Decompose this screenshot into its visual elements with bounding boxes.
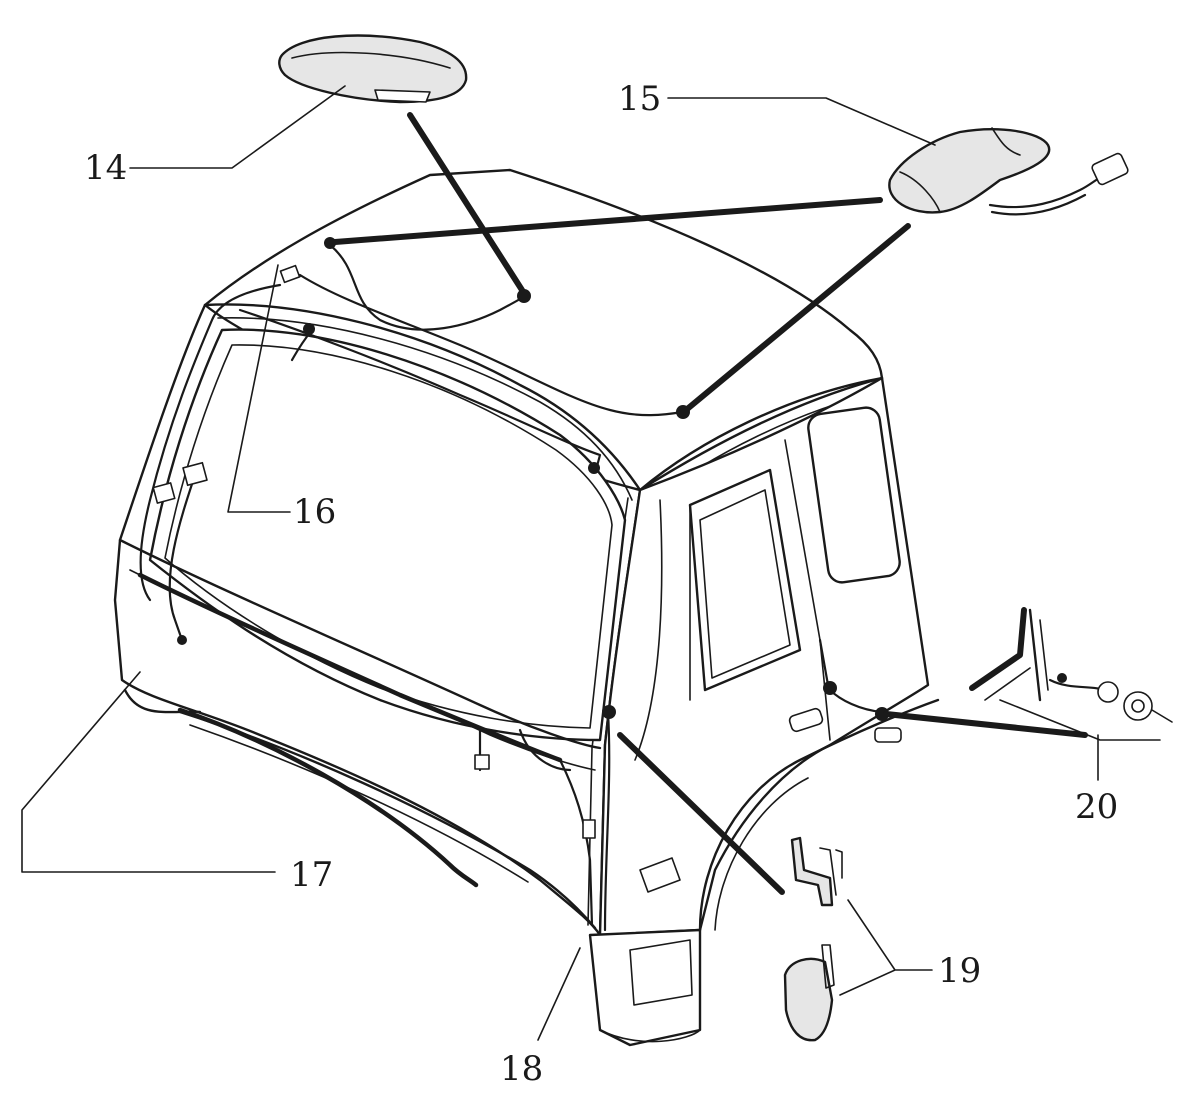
callout-15: 15 — [618, 79, 661, 119]
cab-front-face — [113, 303, 602, 937]
callout-16: 16 — [293, 492, 336, 532]
rear-side-window — [807, 406, 901, 584]
leader-lines — [21, 85, 1099, 1041]
leader-16 — [227, 264, 291, 513]
leader-15 — [667, 97, 936, 146]
callout-labels: 14 15 16 17 18 19 20 — [84, 79, 1118, 1089]
callout-17: 17 — [290, 855, 333, 895]
door-window — [688, 468, 802, 692]
cab-body — [113, 168, 940, 1047]
callout-19: 19 — [938, 951, 981, 991]
leader-14 — [129, 85, 346, 169]
leader-18 — [537, 947, 581, 1041]
leader-17 — [21, 671, 276, 873]
marker-lamp-component — [332, 127, 1129, 413]
callout-14: 14 — [84, 148, 127, 188]
roof-lamp-component — [278, 34, 525, 293]
callout-18: 18 — [500, 1049, 543, 1089]
callout-20: 20 — [1075, 787, 1118, 827]
leader-19 — [839, 899, 933, 996]
connector-component — [883, 607, 1173, 741]
mirror-component — [617, 732, 843, 1042]
wiring-harness — [137, 237, 889, 932]
